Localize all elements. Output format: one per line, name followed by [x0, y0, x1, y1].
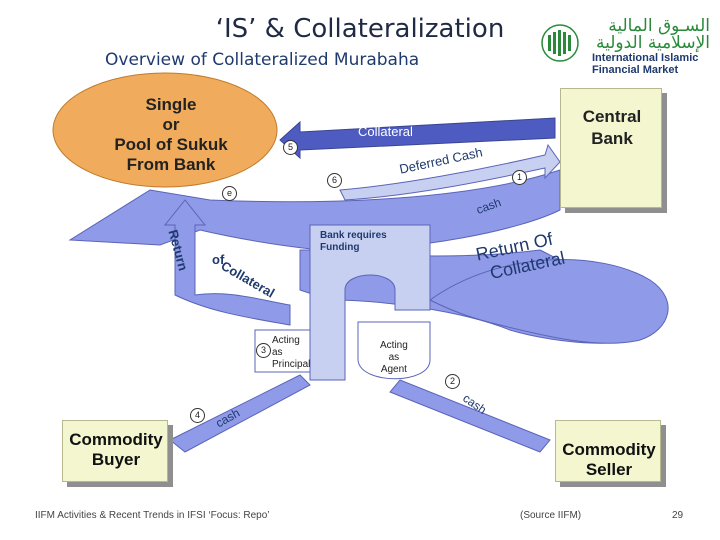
seller-line1: Commodity [562, 440, 656, 459]
step-e-badge: e [222, 186, 237, 201]
step-5-badge: 5 [283, 140, 298, 155]
sukuk-line4: From Bank [126, 155, 216, 174]
cash-seller-arrow [389, 379, 551, 453]
page-subtitle: Overview of Collateralized Murabaha [105, 50, 420, 70]
step-1-badge: 1 [512, 170, 527, 185]
commodity-seller-label: Commodity Seller [555, 440, 663, 480]
step-2-badge: 2 [445, 374, 460, 389]
footer-caption: IIFM Activities & Recent Trends in IFSI … [35, 510, 270, 521]
commodity-seller-box [555, 420, 661, 482]
bank-requires-line1: Bank requires [320, 230, 387, 241]
agent-line2: as [388, 352, 400, 363]
bank-requires-label: Bank requires Funding [320, 230, 387, 254]
principal-line2: as [272, 347, 283, 358]
bank-requires-line2: Funding [320, 242, 360, 253]
collateral-label: Collateral [358, 124, 413, 139]
logo-english-line2: Financial Market [592, 64, 679, 76]
logo-english: International Islamic Financial Market [592, 52, 698, 76]
sukuk-line3: Pool of Sukuk [114, 135, 228, 154]
step-6-badge: 6 [327, 173, 342, 188]
principal-label: Acting as Principal [272, 335, 310, 371]
seller-line2: Seller [585, 460, 633, 479]
sukuk-line2: or [162, 115, 180, 134]
return-left-word2: of [212, 252, 225, 267]
central-bank-label: Central Bank [560, 106, 664, 150]
collateral-arrow [279, 117, 556, 160]
deferred-cash-arrow [339, 143, 561, 201]
sukuk-oval [52, 72, 278, 188]
principal-line3: Principal [272, 359, 311, 370]
page-number: 29 [672, 510, 684, 521]
central-bank-line1: Central [582, 107, 642, 126]
return-left-word3: Collateral [218, 258, 278, 301]
principal-line1: Acting [272, 335, 300, 346]
central-bank-box [560, 88, 662, 208]
step-3-badge: 3 [256, 343, 271, 358]
agent-line3: Agent [380, 364, 407, 375]
return-right-band [429, 259, 669, 344]
return-left-label: Return of Collateral [166, 228, 280, 301]
central-bank-line2: Bank [591, 129, 633, 148]
sukuk-line1: Single [145, 95, 197, 114]
bank-funding-box [309, 224, 431, 381]
step-4-badge: 4 [190, 408, 205, 423]
cash-buyer-arrow [169, 374, 311, 453]
logo-arabic: السـوق المالية الإسلامية الدولية [590, 18, 710, 52]
buyer-line2: Buyer [91, 450, 141, 469]
commodity-buyer-label: Commodity Buyer [62, 430, 170, 470]
agent-label: Acting as Agent [380, 340, 408, 376]
footer-source: (Source IIFM) [520, 510, 582, 521]
page-title: ‘IS’ & Collateralization [215, 14, 505, 44]
agent-shape [357, 321, 431, 380]
iifm-logo [540, 15, 720, 85]
logo-arabic-line2: الإسلامية الدولية [595, 33, 710, 53]
logo-mark-icon [541, 24, 579, 62]
commodity-buyer-box [62, 420, 168, 482]
sukuk-label: Single or Pool of Sukuk From Bank [96, 95, 246, 175]
return-left-arrow [163, 199, 291, 326]
agent-line1: Acting [380, 340, 408, 351]
logo-english-line1: International Islamic [592, 52, 699, 64]
buyer-line1: Commodity [69, 430, 163, 449]
logo-arabic-line1: السـوق المالية [608, 16, 710, 36]
